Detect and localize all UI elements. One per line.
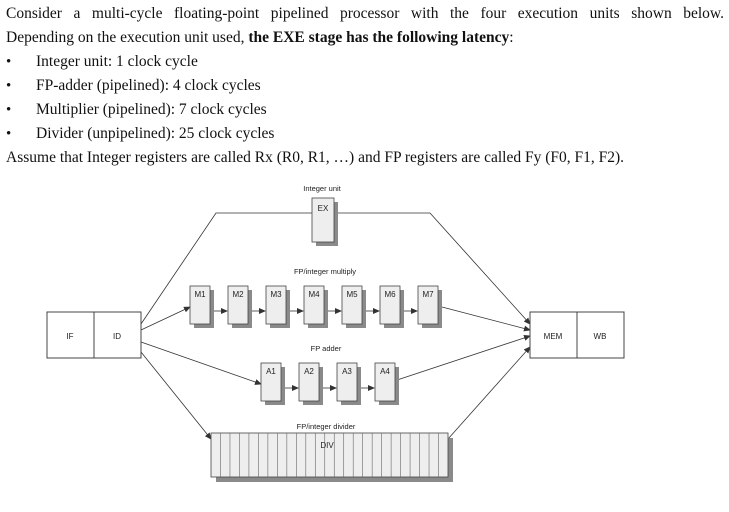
integer-unit-caption: Integer unit bbox=[303, 184, 341, 193]
registers-note: Assume that Integer registers are called… bbox=[6, 149, 625, 166]
adder-unit: A1 A2 A3 A4 bbox=[260, 362, 399, 405]
wb-stage-label: WB bbox=[594, 332, 607, 341]
div-label: DIV bbox=[320, 441, 334, 450]
multiply-stage-box: M1 bbox=[189, 285, 214, 328]
multiply-stage-label: M3 bbox=[270, 290, 282, 299]
mem-stage-box: MEM bbox=[529, 311, 578, 359]
problem-statement: Consider a multi-cycle floating-point pi… bbox=[6, 2, 724, 170]
multiply-stage-box: M3 bbox=[265, 285, 290, 328]
intro-line-2-suffix: : bbox=[509, 29, 514, 46]
multiply-stage-box: M2 bbox=[227, 285, 252, 328]
multiply-stage-label: M1 bbox=[194, 290, 206, 299]
if-stage-label: IF bbox=[66, 332, 73, 341]
latency-emphasis: the EXE stage has the following latency bbox=[248, 29, 510, 46]
multiply-stage-box: M5 bbox=[341, 285, 366, 328]
adder-caption: FP adder bbox=[311, 344, 342, 353]
list-item: FP-adder (pipelined): 4 clock cycles bbox=[6, 74, 724, 98]
multiply-stage-box: M4 bbox=[303, 285, 328, 328]
id-stage-label: ID bbox=[113, 332, 121, 341]
ex-stage-box: EX bbox=[311, 197, 338, 246]
id-stage-box: ID bbox=[93, 311, 142, 359]
list-item: Divider (unpipelined): 25 clock cycles bbox=[6, 122, 724, 146]
divider-unit-box: DIV bbox=[210, 432, 453, 482]
multiply-stage-label: M4 bbox=[308, 290, 320, 299]
multiply-stage-label: M6 bbox=[384, 290, 396, 299]
adder-stage-label: A3 bbox=[342, 367, 352, 376]
intro-line-2-prefix: Depending on the execution unit used, bbox=[6, 29, 249, 46]
intro-line-1: Consider a multi-cycle floating-point pi… bbox=[6, 5, 724, 22]
multiply-unit: M1 M2 M3 M4 M5 M6 M7 bbox=[189, 285, 442, 328]
adder-stage-box: A4 bbox=[374, 362, 399, 405]
if-stage-box: IF bbox=[46, 311, 95, 359]
wb-stage-box: WB bbox=[576, 311, 625, 359]
mem-stage-label: MEM bbox=[544, 332, 563, 341]
adder-stage-box: A2 bbox=[298, 362, 323, 405]
divider-caption: FP/integer divider bbox=[297, 422, 356, 431]
adder-stage-label: A1 bbox=[266, 367, 276, 376]
list-item: Multiplier (pipelined): 7 clock cycles bbox=[6, 98, 724, 122]
multiply-stage-box: M7 bbox=[417, 285, 442, 328]
ex-stage-label: EX bbox=[318, 204, 329, 213]
adder-stage-label: A4 bbox=[380, 367, 390, 376]
adder-stage-box: A1 bbox=[260, 362, 285, 405]
adder-stage-label: A2 bbox=[304, 367, 314, 376]
pipeline-connectors bbox=[140, 212, 531, 440]
multiply-stage-box: M6 bbox=[379, 285, 404, 328]
multiply-stage-label: M5 bbox=[346, 290, 358, 299]
multiply-caption: FP/integer multiply bbox=[294, 267, 356, 276]
intro-line-2: Depending on the execution unit used, th… bbox=[6, 26, 724, 50]
latency-list: Integer unit: 1 clock cycle FP-adder (pi… bbox=[6, 50, 724, 146]
multiply-stage-label: M2 bbox=[232, 290, 244, 299]
multiply-stage-label: M7 bbox=[422, 290, 434, 299]
pipeline-diagram: IF ID MEM WB Integer unit EX FP/integer … bbox=[46, 184, 625, 482]
list-item: Integer unit: 1 clock cycle bbox=[6, 50, 724, 74]
adder-stage-box: A3 bbox=[336, 362, 361, 405]
